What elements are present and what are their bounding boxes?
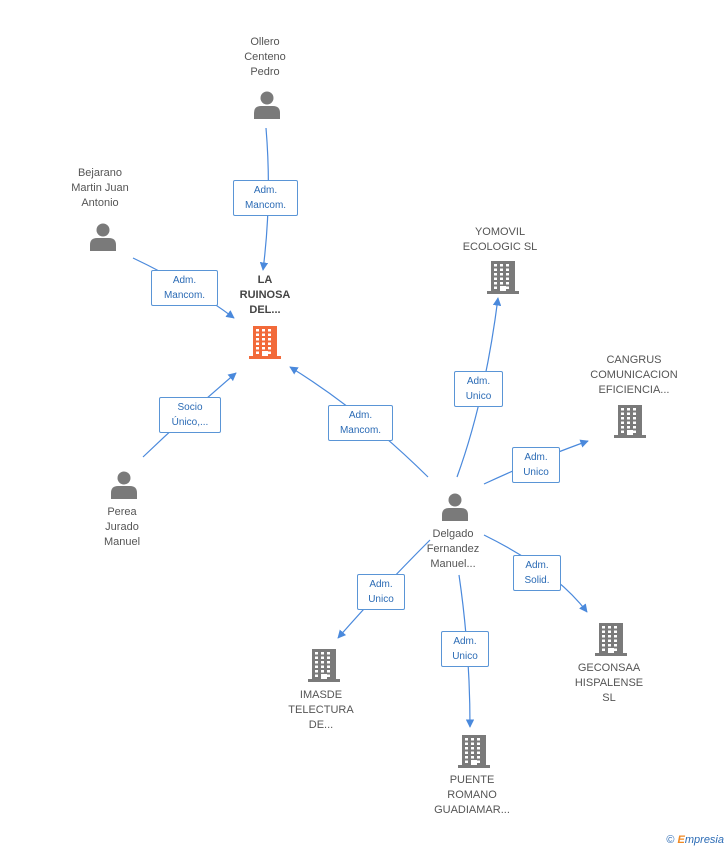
- building-icon[interactable]: [308, 648, 340, 687]
- edge-label-line: Único,...: [171, 417, 209, 428]
- node-label-line: Martin Juan: [71, 182, 129, 194]
- node-label-line: Delgado: [432, 528, 474, 540]
- node-label-line: EFICIENCIA...: [598, 384, 670, 396]
- node-label-line: Bejarano: [77, 167, 123, 179]
- node-label-line: IMASDE: [299, 689, 343, 701]
- node-label-line: Pedro: [250, 66, 280, 78]
- node-label-line: Centeno: [244, 51, 286, 63]
- edge-label-line: Solid.: [524, 575, 550, 586]
- node-label-line: ROMANO: [447, 789, 497, 801]
- edge-label-line: Unico: [452, 651, 478, 662]
- node-label-line: TELECTURA: [288, 704, 354, 716]
- copyright-symbol: ©: [666, 834, 675, 846]
- edge-label-line: Adm.: [348, 410, 373, 421]
- edge-label-bejarano-ruinosa[interactable]: Adm. Mancom.: [151, 270, 218, 306]
- node-label-puente[interactable]: PUENTE ROMANO GUADIAMAR...: [417, 773, 527, 818]
- node-label-line: Perea: [107, 506, 137, 518]
- edge-label-delgado-imasde[interactable]: Adm. Unico: [357, 574, 405, 610]
- node-label-line: PUENTE: [449, 774, 495, 786]
- node-label-line: Ollero: [250, 36, 280, 48]
- brand-logo-text: mpresia: [684, 834, 724, 846]
- node-label-line: SL: [602, 692, 616, 704]
- edge-label-line: Mancom.: [339, 425, 382, 436]
- node-label-line: DE...: [308, 719, 334, 731]
- building-icon[interactable]: [458, 734, 490, 773]
- node-label-line: HISPALENSE: [574, 677, 644, 689]
- edge-label-line: Mancom.: [244, 200, 287, 211]
- edge-label-line: Adm.: [172, 275, 197, 286]
- person-icon[interactable]: [109, 469, 139, 504]
- node-label-line: Manuel: [103, 536, 141, 548]
- node-label-line: RUINOSA: [239, 289, 291, 301]
- node-label-geconsaa[interactable]: GECONSAA HISPALENSE SL: [559, 661, 659, 706]
- edge-label-line: Adm.: [253, 185, 278, 196]
- edge-label-delgado-geconsaa[interactable]: Adm. Solid.: [513, 555, 561, 591]
- node-label-line: COMUNICACION: [590, 369, 678, 381]
- edge-label-line: Unico: [465, 391, 492, 402]
- copyright-notice: © Empresia: [666, 834, 724, 846]
- node-label-line: ECOLOGIC SL: [462, 241, 538, 253]
- edge-label-line: Socio: [177, 402, 203, 413]
- building-icon[interactable]: [614, 404, 646, 443]
- edge-label-delgado-ruinosa[interactable]: Adm. Mancom.: [328, 405, 393, 441]
- edge-label-delgado-puente[interactable]: Adm. Unico: [441, 631, 489, 667]
- node-label-line: Jurado: [105, 521, 139, 533]
- node-label-line: GECONSAA: [577, 662, 641, 674]
- edge-label-line: Adm.: [524, 452, 548, 463]
- edge-label-line: Unico: [368, 594, 394, 605]
- edge-label-delgado-yomovil[interactable]: Adm. Unico: [454, 371, 503, 407]
- person-icon[interactable]: [252, 89, 282, 124]
- node-label-ruinosa[interactable]: LA RUINOSA DEL...: [220, 273, 310, 318]
- node-label-line: GUADIAMAR...: [434, 804, 510, 816]
- node-label-imasde[interactable]: IMASDE TELECTURA DE...: [271, 688, 371, 733]
- edge-label-line: Mancom.: [163, 290, 206, 301]
- edge-label-line: Unico: [523, 467, 549, 478]
- edge-label-line: Adm.: [453, 636, 477, 647]
- edge-label-line: Adm.: [369, 579, 393, 590]
- building-icon[interactable]: [595, 622, 627, 661]
- node-label-line: Manuel...: [430, 558, 476, 570]
- brand-logo-initial: E: [677, 834, 685, 846]
- building-icon[interactable]: [249, 325, 281, 364]
- edge-label-ollero-ruinosa[interactable]: Adm. Mancom.: [233, 180, 298, 216]
- building-icon[interactable]: [487, 260, 519, 299]
- node-label-line: LA: [257, 274, 273, 286]
- person-icon[interactable]: [88, 221, 118, 256]
- node-label-line: YOMOVIL: [474, 226, 526, 238]
- person-icon[interactable]: [440, 491, 470, 526]
- edge-label-line: Adm.: [466, 376, 491, 387]
- node-label-line: Antonio: [81, 197, 119, 209]
- edge-label-delgado-cangrus[interactable]: Adm. Unico: [512, 447, 560, 483]
- node-label-cangrus[interactable]: CANGRUS COMUNICACION EFICIENCIA...: [579, 353, 689, 398]
- node-label-line: DEL...: [249, 304, 281, 316]
- node-label-line: Fernandez: [426, 543, 480, 555]
- edge-label-line: Adm.: [525, 560, 549, 571]
- node-label-line: CANGRUS: [606, 354, 662, 366]
- node-label-yomovil[interactable]: YOMOVIL ECOLOGIC SL: [450, 225, 550, 255]
